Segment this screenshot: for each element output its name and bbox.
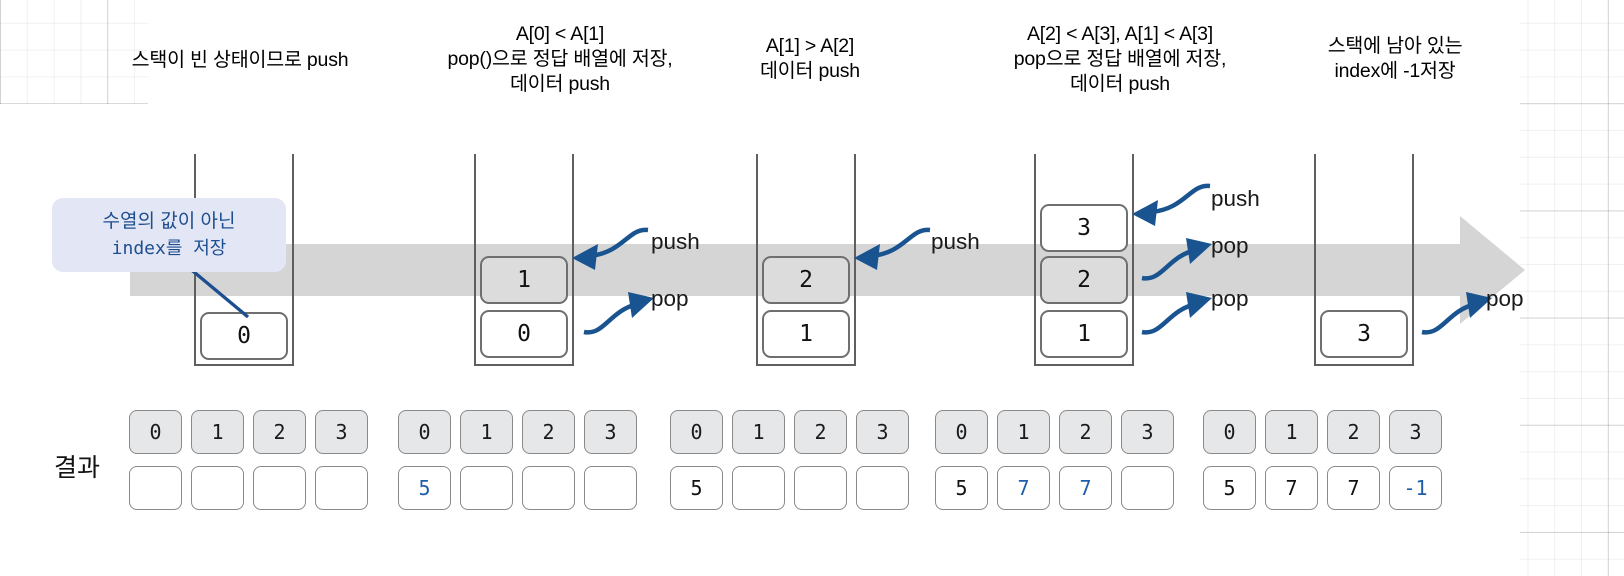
result-value-cell: 5 [935, 466, 988, 510]
result-header-cell: 1 [1265, 410, 1318, 454]
step-2-push-label: push [651, 229, 700, 254]
step-5-pop-arrow-icon [1421, 292, 1492, 335]
result-header-cell: 1 [191, 410, 244, 454]
step-4-pop-arrow-icon-top [1141, 238, 1212, 281]
step-4-stack-frame [1034, 154, 1134, 366]
step-2-pop-arrow-icon [583, 292, 654, 335]
result-value-cell [191, 466, 244, 510]
result-value-cell: -1 [1389, 466, 1442, 510]
result-header-cell: 1 [997, 410, 1050, 454]
result-label: 결과 [54, 454, 101, 482]
result-header-cell: 3 [856, 410, 909, 454]
step-4-stack-cell-0: 1 [1040, 310, 1128, 358]
result-header-cell: 3 [315, 410, 368, 454]
result-header-cell: 3 [1389, 410, 1442, 454]
result-value-cell [129, 466, 182, 510]
result-header-cell: 0 [129, 410, 182, 454]
result-value-cell [856, 466, 909, 510]
result-value-cell [584, 466, 637, 510]
step-4-pop-label-bottom: pop [1211, 286, 1249, 311]
step-2-pop-label: pop [651, 286, 689, 311]
result-header-cell: 2 [522, 410, 575, 454]
callout-line-2: index를 저장 [111, 238, 227, 259]
step-4-push-arrow-icon [1132, 183, 1211, 226]
result-value-cell [253, 466, 306, 510]
result-value-cell: 7 [1327, 466, 1380, 510]
step-4-pop-arrow-icon-bottom [1141, 292, 1212, 335]
result-header-cell: 2 [253, 410, 306, 454]
step-3-stack-frame [756, 154, 856, 366]
step-2-push-arrow-icon [572, 227, 649, 270]
step-4-stack-cell-2: 3 [1040, 204, 1128, 252]
result-header-cell: 1 [732, 410, 785, 454]
result-value-cell [1121, 466, 1174, 510]
step-3-stack-cell-0: 1 [762, 310, 850, 358]
step-5-stack-frame [1314, 154, 1414, 366]
step-2-stack-frame [474, 154, 574, 366]
step-2-stack-cell-1: 1 [480, 256, 568, 304]
result-value-cell: 5 [398, 466, 451, 510]
result-header-cell: 0 [935, 410, 988, 454]
step-5-header: 스택에 남아 있는 index에 -1저장 [1327, 35, 1463, 82]
step-1-header: 스택이 빈 상태이므로 push [131, 49, 349, 71]
result-value-cell: 7 [1265, 466, 1318, 510]
canvas-background-top [148, 0, 1520, 116]
step-4-stack-cell-1: 2 [1040, 256, 1128, 304]
result-header-cell: 1 [460, 410, 513, 454]
result-value-cell: 5 [670, 466, 723, 510]
callout-line-1: 수열의 값이 아닌 [102, 211, 236, 232]
step-1-stack-cell-0: 0 [200, 312, 288, 360]
step-2-stack-cell-0: 0 [480, 310, 568, 358]
result-header-cell: 0 [1203, 410, 1256, 454]
step-3-header: A[1] > A[2] 데이터 push [760, 35, 860, 82]
step-5-pop-label: pop [1486, 286, 1524, 311]
callout-leader-line [186, 265, 250, 319]
step-3-stack-cell-1: 2 [762, 256, 850, 304]
step-3-push-arrow-icon [854, 227, 931, 270]
step-3-push-label: push [931, 229, 980, 254]
result-value-cell: 7 [1059, 466, 1112, 510]
index-note-callout: 수열의 값이 아닌 index를 저장 [52, 198, 286, 272]
result-header-cell: 2 [1059, 410, 1112, 454]
result-header-cell: 3 [584, 410, 637, 454]
result-header-cell: 0 [670, 410, 723, 454]
step-5-stack-cell-0: 3 [1320, 310, 1408, 358]
step-4-push-label: push [1211, 186, 1260, 211]
result-header-cell: 0 [398, 410, 451, 454]
result-value-cell [794, 466, 847, 510]
result-value-cell [460, 466, 513, 510]
result-value-cell [315, 466, 368, 510]
result-header-cell: 3 [1121, 410, 1174, 454]
step-4-pop-label-top: pop [1211, 233, 1249, 258]
result-value-cell [522, 466, 575, 510]
step-2-header: A[0] < A[1] pop()으로 정답 배열에 저장, 데이터 push [447, 23, 673, 95]
result-header-cell: 2 [794, 410, 847, 454]
result-header-cell: 2 [1327, 410, 1380, 454]
result-value-cell: 5 [1203, 466, 1256, 510]
result-value-cell: 7 [997, 466, 1050, 510]
step-4-header: A[2] < A[3], A[1] < A[3] pop으로 정답 배열에 저장… [1013, 23, 1227, 95]
result-value-cell [732, 466, 785, 510]
